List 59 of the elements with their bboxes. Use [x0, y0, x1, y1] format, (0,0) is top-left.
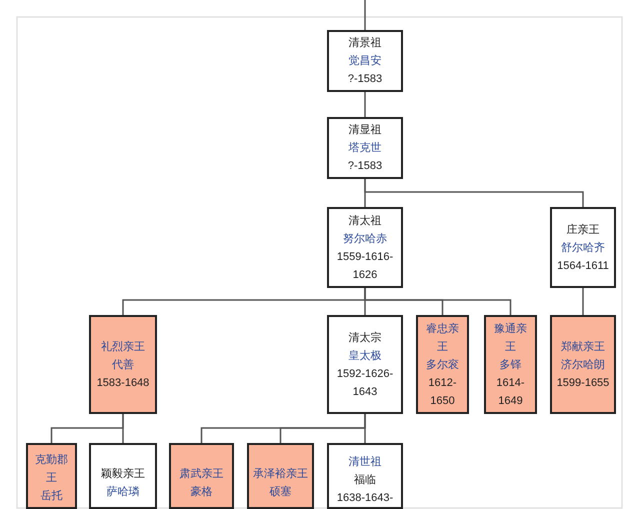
name-text: 萨哈璘: [106, 484, 140, 500]
years-text: ?-1583: [348, 72, 382, 87]
title-text: 清景祖: [348, 36, 382, 51]
years-text: 1614-1649: [495, 376, 526, 408]
name-text: 豪格: [190, 485, 212, 500]
person-box: [416, 315, 469, 414]
connector-line: [364, 414, 366, 443]
years-text: 1592-1626-1643: [336, 366, 394, 400]
years-text: 1583-1648: [96, 376, 150, 390]
connector-line: [122, 414, 124, 443]
years-text: 1638-1643-: [336, 491, 394, 506]
person-box: [89, 443, 157, 509]
person-box: [484, 315, 537, 414]
title-text: 清显祖: [348, 123, 382, 138]
years-text: ?-1583: [348, 159, 382, 174]
person-box: [550, 315, 616, 414]
name-text: 济尔哈朗: [561, 358, 605, 372]
person-box: [327, 117, 403, 179]
person-box: [247, 443, 314, 509]
title-text: 清太祖: [348, 214, 382, 228]
title-text: 清世祖: [348, 455, 382, 470]
connector-line: [582, 288, 584, 315]
name-text: 岳托: [40, 489, 62, 504]
connector-line: [364, 0, 366, 30]
title-text: 清太宗: [348, 330, 382, 346]
person-box: [327, 315, 403, 414]
title-text: 郑献亲王: [561, 340, 605, 354]
years-text: 1564-1611: [557, 258, 609, 274]
title-text: 颖毅亲王: [101, 466, 145, 482]
name-text: 努尔哈赤: [343, 232, 387, 246]
years-text: 1612-1650: [427, 376, 458, 408]
person-box: [550, 207, 616, 288]
title-text: 礼烈亲王: [101, 340, 145, 354]
connector-line: [364, 92, 366, 117]
title-text: 克勤郡王: [34, 453, 69, 486]
connector-line: [364, 288, 512, 315]
title-text: 肃武亲王: [180, 466, 224, 482]
years-text: 1599-1655: [556, 376, 610, 390]
connector-line: [364, 179, 584, 207]
person-box: [327, 30, 403, 92]
person-box: [327, 443, 403, 509]
name-text: 塔克世: [348, 141, 382, 156]
title-text: 承泽裕亲王: [253, 466, 308, 482]
name-text: 多铎: [500, 358, 522, 372]
title-text: 庄亲王: [566, 222, 600, 238]
name-text: 代善: [112, 358, 134, 372]
person-box: [327, 207, 403, 288]
name-text: 舒尔哈齐: [561, 240, 605, 256]
person-box: [169, 443, 234, 509]
name-text: 福临: [354, 473, 376, 488]
name-text: 多尔衮: [426, 358, 459, 372]
person-box: [26, 443, 77, 509]
title-text: 睿忠亲王: [425, 322, 460, 354]
years-text: 1559-1616-1626: [336, 250, 394, 282]
title-text: 豫通亲王: [493, 322, 528, 354]
person-box: [89, 315, 157, 414]
name-text: 皇太极: [348, 348, 382, 364]
name-text: 觉昌安: [348, 54, 382, 69]
name-text: 硕塞: [270, 484, 292, 500]
